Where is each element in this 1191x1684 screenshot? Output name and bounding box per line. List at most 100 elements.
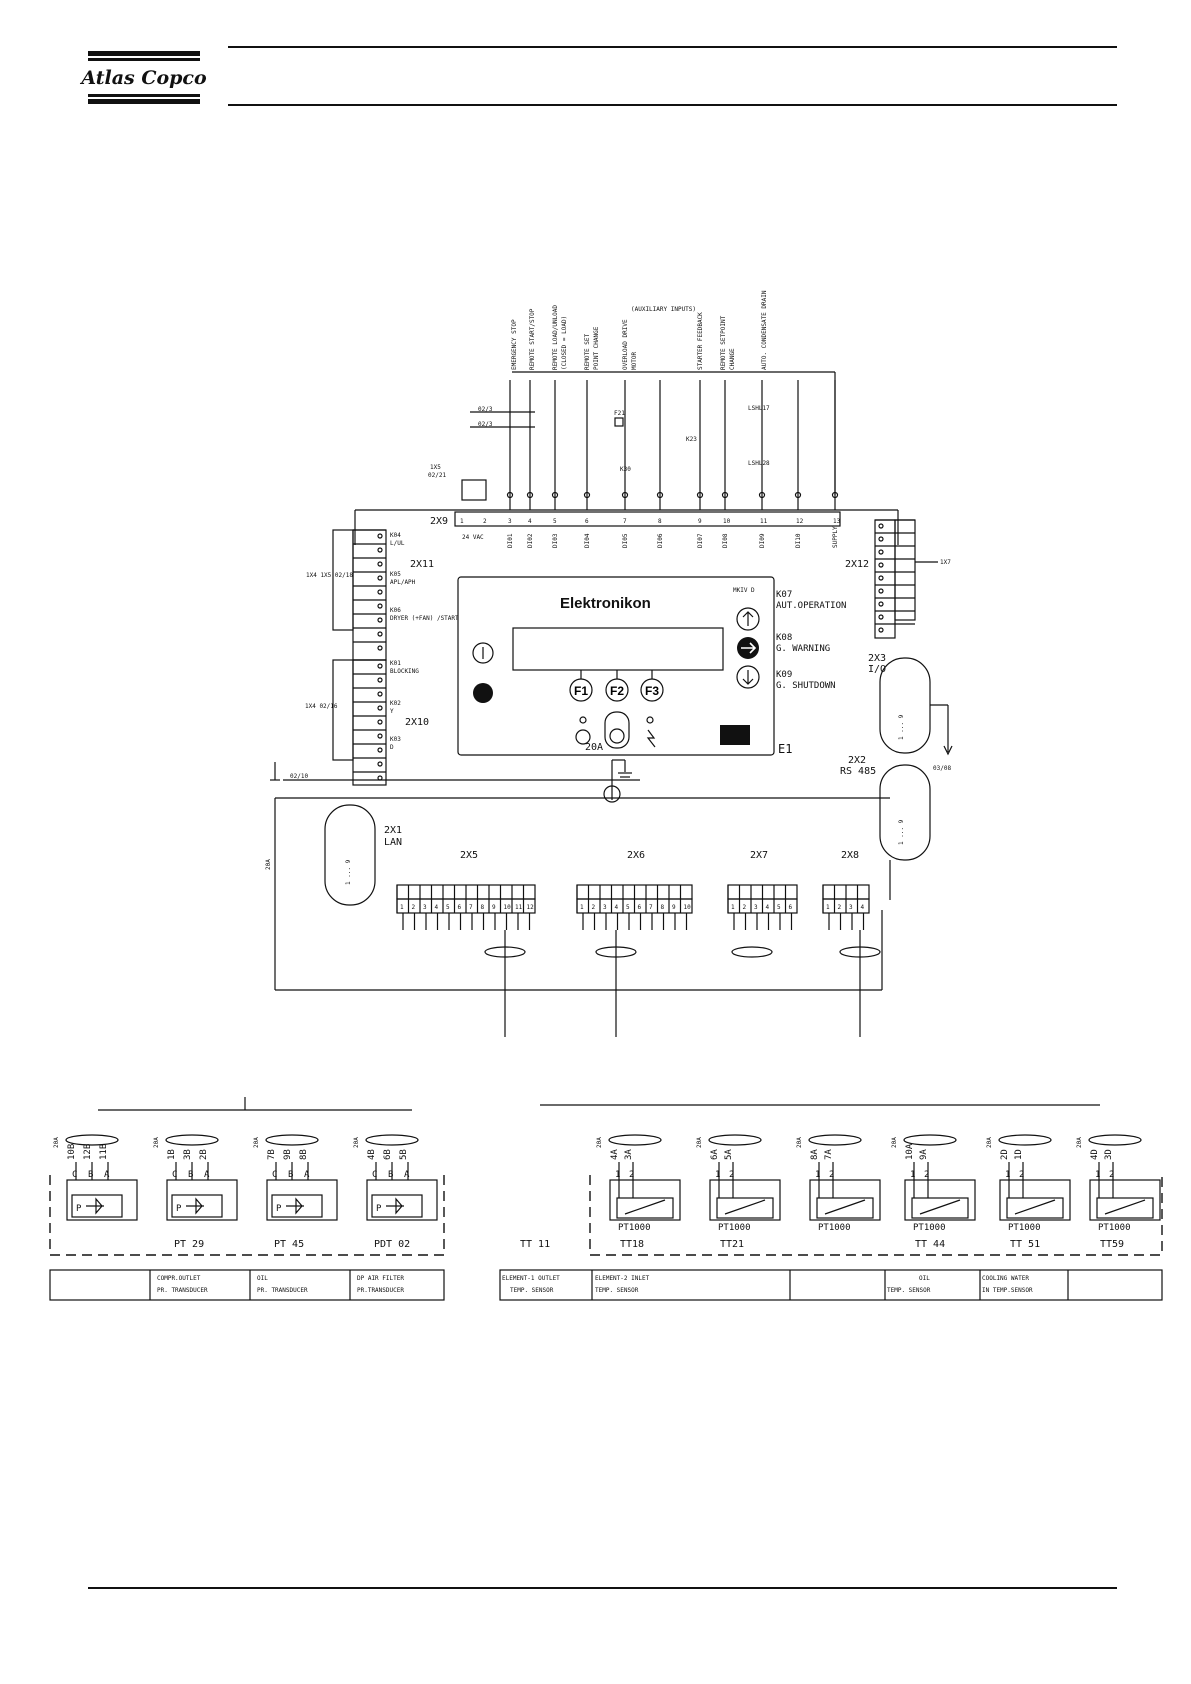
- pin-letter: B: [88, 1170, 93, 1180]
- start-button[interactable]: [604, 711, 630, 749]
- pin-letter: A: [204, 1170, 210, 1180]
- relay-block-id: K05: [390, 571, 401, 578]
- label-point-change: POINT CHANGE: [593, 326, 600, 370]
- pin-letter: A: [304, 1170, 310, 1180]
- relay-label: G. WARNING: [776, 644, 830, 654]
- pin-letter: C: [372, 1170, 377, 1180]
- pin-number: 1: [1095, 1170, 1100, 1180]
- x9-di-label: DI03: [552, 533, 559, 548]
- terminal-point: [831, 491, 839, 499]
- pin-tag: 1D: [1014, 1149, 1024, 1160]
- relay-block-id: K03: [390, 736, 401, 743]
- rtd-symbol: [1006, 1197, 1064, 1219]
- label-remote-set: REMOTE SET: [584, 333, 591, 370]
- terminal-point: [377, 705, 383, 711]
- temp-caption-box: [499, 1269, 1163, 1301]
- pin-tag: 3A: [624, 1149, 634, 1160]
- terminal-point: [551, 491, 559, 499]
- sensor-caption-1: ELEMENT-2 INLET: [595, 1275, 650, 1282]
- transducer-arrow: [386, 1197, 404, 1215]
- f-key-label: F1: [574, 684, 588, 698]
- x9-terminal-number: 8: [658, 518, 662, 525]
- ground-tag: 20A: [353, 1137, 360, 1148]
- connector-2x1: 1 ... 9 2X1 LAN: [324, 804, 402, 906]
- x9-di-label: DI07: [697, 533, 704, 548]
- label-2x7: 2X7: [750, 850, 768, 861]
- terminal-point: [506, 491, 514, 499]
- ref-03-08: 03/08: [933, 765, 951, 772]
- ground-tag: 20A: [53, 1137, 60, 1148]
- temperature-sensor: [709, 1179, 781, 1221]
- terminal-point: [696, 491, 704, 499]
- pin-tag: 4A: [610, 1149, 620, 1160]
- strip-terminal-number: 12: [527, 904, 535, 911]
- transducer-arrow: [186, 1197, 204, 1215]
- strip-terminal-number: 5: [777, 904, 781, 911]
- temp-enclosure-dashed: [589, 1175, 1163, 1256]
- ref-02-21: 02/21: [428, 472, 446, 479]
- pin-letter: A: [104, 1170, 110, 1180]
- strip-terminal-number: 9: [492, 904, 496, 911]
- x9-terminal-number: 5: [553, 518, 557, 525]
- rtd-slash: [1104, 1199, 1146, 1215]
- ground-tag: 20A: [596, 1137, 603, 1148]
- rtd-slash: [1014, 1199, 1056, 1215]
- relay-strip-2x12: 2X12 1X7: [845, 519, 951, 639]
- ref-1x4-1x5: 1X4 1X5 02/18: [306, 572, 353, 579]
- power-off-button[interactable]: [473, 683, 493, 703]
- pin-tag: 6B: [383, 1149, 393, 1160]
- ground-tag: 20A: [796, 1137, 803, 1148]
- strip-terminal-number: 4: [435, 904, 439, 911]
- terminal-point: [878, 614, 884, 620]
- label-2x3: 2X3: [868, 653, 886, 664]
- sensor-caption-1: OIL: [919, 1275, 930, 1282]
- sensor-tag: PT 29: [174, 1239, 204, 1250]
- arrow-up-button[interactable]: [736, 607, 760, 631]
- sensor-tag: TT 44: [915, 1239, 945, 1250]
- label-remote-setpoint: REMOTE SETPOINT: [720, 315, 727, 370]
- terminal-point: [794, 491, 802, 499]
- label-2x2-rs485: RS 485: [840, 766, 876, 777]
- svg-text:K30: K30: [620, 466, 631, 473]
- relay-strip-2x10: 2X10 1X4 02/16: [305, 659, 429, 786]
- pin-tag: 5A: [724, 1149, 734, 1160]
- terminal-point: [377, 645, 383, 651]
- label-2x11: 2X11: [410, 559, 434, 570]
- pin-number: 2: [629, 1170, 634, 1180]
- arrow-right-icon: [741, 642, 757, 654]
- ground-tag: 20A: [891, 1137, 898, 1148]
- rtd-slash: [624, 1199, 666, 1215]
- pin-tag: 8A: [810, 1149, 820, 1160]
- label-2x12: 2X12: [845, 559, 869, 570]
- sensor-type: PT1000: [913, 1223, 946, 1233]
- label-2x10: 2X10: [405, 717, 429, 728]
- temperature-sensor: [809, 1179, 881, 1221]
- terminal-point: [377, 677, 383, 683]
- arrow-enter-button[interactable]: [737, 637, 759, 659]
- strip-terminal-number: 1: [400, 904, 404, 911]
- strip-terminal-number: 10: [504, 904, 512, 911]
- pressure-enclosure-dashed: [49, 1175, 445, 1256]
- pin-tag: 1B: [167, 1149, 177, 1160]
- power-on-button[interactable]: [472, 642, 494, 664]
- x9-terminal-number: 12: [796, 518, 804, 525]
- x9-di-label: DI04: [584, 533, 591, 548]
- rtd-symbol: [911, 1197, 969, 1219]
- strip-terminal-number: 4: [861, 904, 865, 911]
- cable-shield: [1088, 1134, 1142, 1146]
- terminal-point: [377, 663, 383, 669]
- terminal-point: [377, 631, 383, 637]
- terminal-point: [377, 575, 383, 581]
- label-auxiliary-inputs: (AUXILIARY INPUTS): [631, 306, 696, 313]
- relay-id: K08: [776, 633, 792, 643]
- x9-terminal-number: 6: [585, 518, 589, 525]
- x9-terminal-number: 4: [528, 518, 532, 525]
- f-key-label: F3: [645, 684, 659, 698]
- arrow-down-button[interactable]: [736, 665, 760, 689]
- pin-number: 2: [729, 1170, 734, 1180]
- strip-terminal-number: 3: [849, 904, 853, 911]
- x9-terminal-number: 7: [623, 518, 627, 525]
- svg-text:LSHL17: LSHL17: [748, 405, 770, 412]
- ref-02-10: 02/10: [290, 773, 308, 780]
- cable-shield: [608, 1134, 662, 1146]
